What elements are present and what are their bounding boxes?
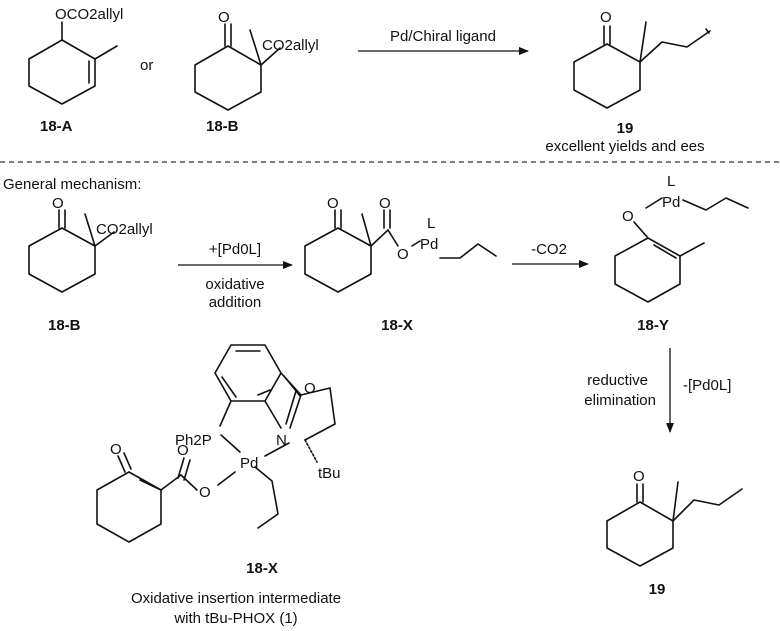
phox-O-ketone: O bbox=[110, 441, 122, 458]
compound-18A-label: 18-A bbox=[40, 118, 73, 135]
compound-18A-structure bbox=[28, 21, 118, 105]
compound-19-label-top: 19 bbox=[617, 120, 634, 137]
reductive-elimination-reagent: -[Pd0L] bbox=[683, 377, 731, 394]
compound-19-O-top: O bbox=[600, 9, 612, 26]
mech-18Y-structure bbox=[614, 197, 749, 303]
mech-18Y-L: L bbox=[667, 173, 675, 190]
compound-19-O-bottom: O bbox=[633, 468, 645, 485]
mech-18X-O3: O bbox=[397, 246, 409, 263]
phox-caption-line2: with tBu-PHOX (1) bbox=[173, 610, 297, 627]
mech-18Y-O: O bbox=[622, 208, 634, 225]
yields-note: excellent yields and ees bbox=[545, 138, 704, 155]
phox-Pd: Pd bbox=[240, 455, 258, 472]
reductive-elimination-line2: elimination bbox=[584, 392, 656, 409]
phox-N: N bbox=[276, 432, 287, 449]
general-mechanism-title: General mechanism: bbox=[3, 176, 141, 193]
decarboxylation-label: -CO2 bbox=[531, 241, 567, 258]
phox-complex-structure bbox=[96, 344, 336, 543]
compound-18B-O: O bbox=[218, 9, 230, 26]
mech-18X-O1: O bbox=[327, 195, 339, 212]
phox-Ph2P: Ph2P bbox=[175, 432, 212, 449]
oxidative-addition-line2: addition bbox=[209, 294, 262, 311]
compound-18B-structure bbox=[194, 23, 281, 111]
compound-19-label-bottom: 19 bbox=[649, 581, 666, 598]
phox-O-carbonyl: O bbox=[177, 442, 189, 459]
mech-18Y-label: 18-Y bbox=[637, 317, 669, 334]
compound-18B-label: 18-B bbox=[206, 118, 239, 135]
compound-19-structure-top bbox=[573, 21, 711, 109]
phox-caption-line1: Oxidative insertion intermediate bbox=[131, 590, 341, 607]
mech-18X-structure bbox=[304, 209, 497, 293]
mech-18X-L: L bbox=[427, 215, 435, 232]
mech-18B-substituent: CO2allyl bbox=[96, 221, 153, 238]
oxidative-addition-reagent: +[Pd0L] bbox=[209, 241, 261, 258]
mech-18X-label: 18-X bbox=[381, 317, 413, 334]
oxidative-addition-line1: oxidative bbox=[205, 276, 264, 293]
compound-19-structure-bottom bbox=[606, 481, 743, 567]
mech-18Y-Pd: Pd bbox=[662, 194, 680, 211]
compound-18B-substituent: CO2allyl bbox=[262, 37, 319, 54]
reductive-elimination-line1: reductive bbox=[587, 372, 648, 389]
mech-18B-label: 18-B bbox=[48, 317, 81, 334]
top-condition: Pd/Chiral ligand bbox=[390, 28, 496, 45]
or-text: or bbox=[140, 57, 153, 74]
phox-tBu: tBu bbox=[318, 465, 341, 482]
compound-18A-substituent: OCO2allyl bbox=[55, 6, 123, 23]
phox-O-ester: O bbox=[199, 484, 211, 501]
mech-18X-Pd: Pd bbox=[420, 236, 438, 253]
phox-18X-label: 18-X bbox=[246, 560, 278, 577]
mech-18B-O: O bbox=[52, 195, 64, 212]
mech-18B-structure bbox=[28, 209, 115, 293]
mech-18X-O2: O bbox=[379, 195, 391, 212]
phox-O: O bbox=[304, 380, 316, 397]
